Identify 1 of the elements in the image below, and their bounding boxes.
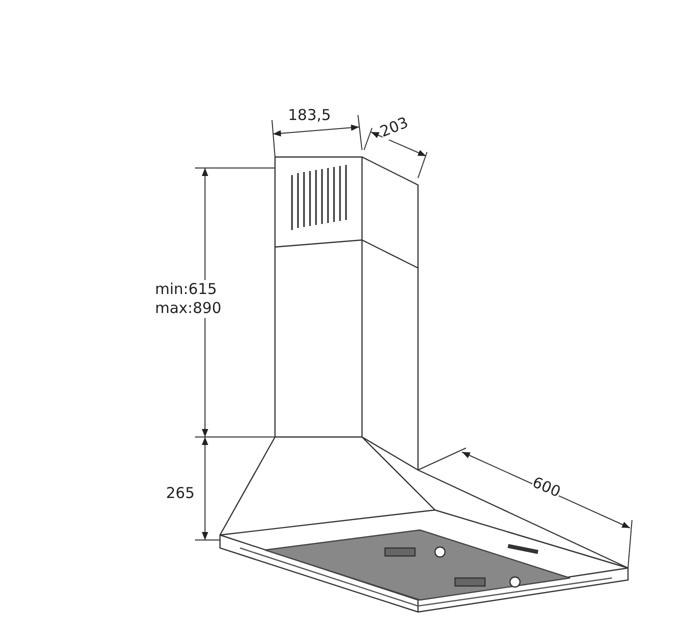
- dimension-label: 183,5: [288, 106, 331, 125]
